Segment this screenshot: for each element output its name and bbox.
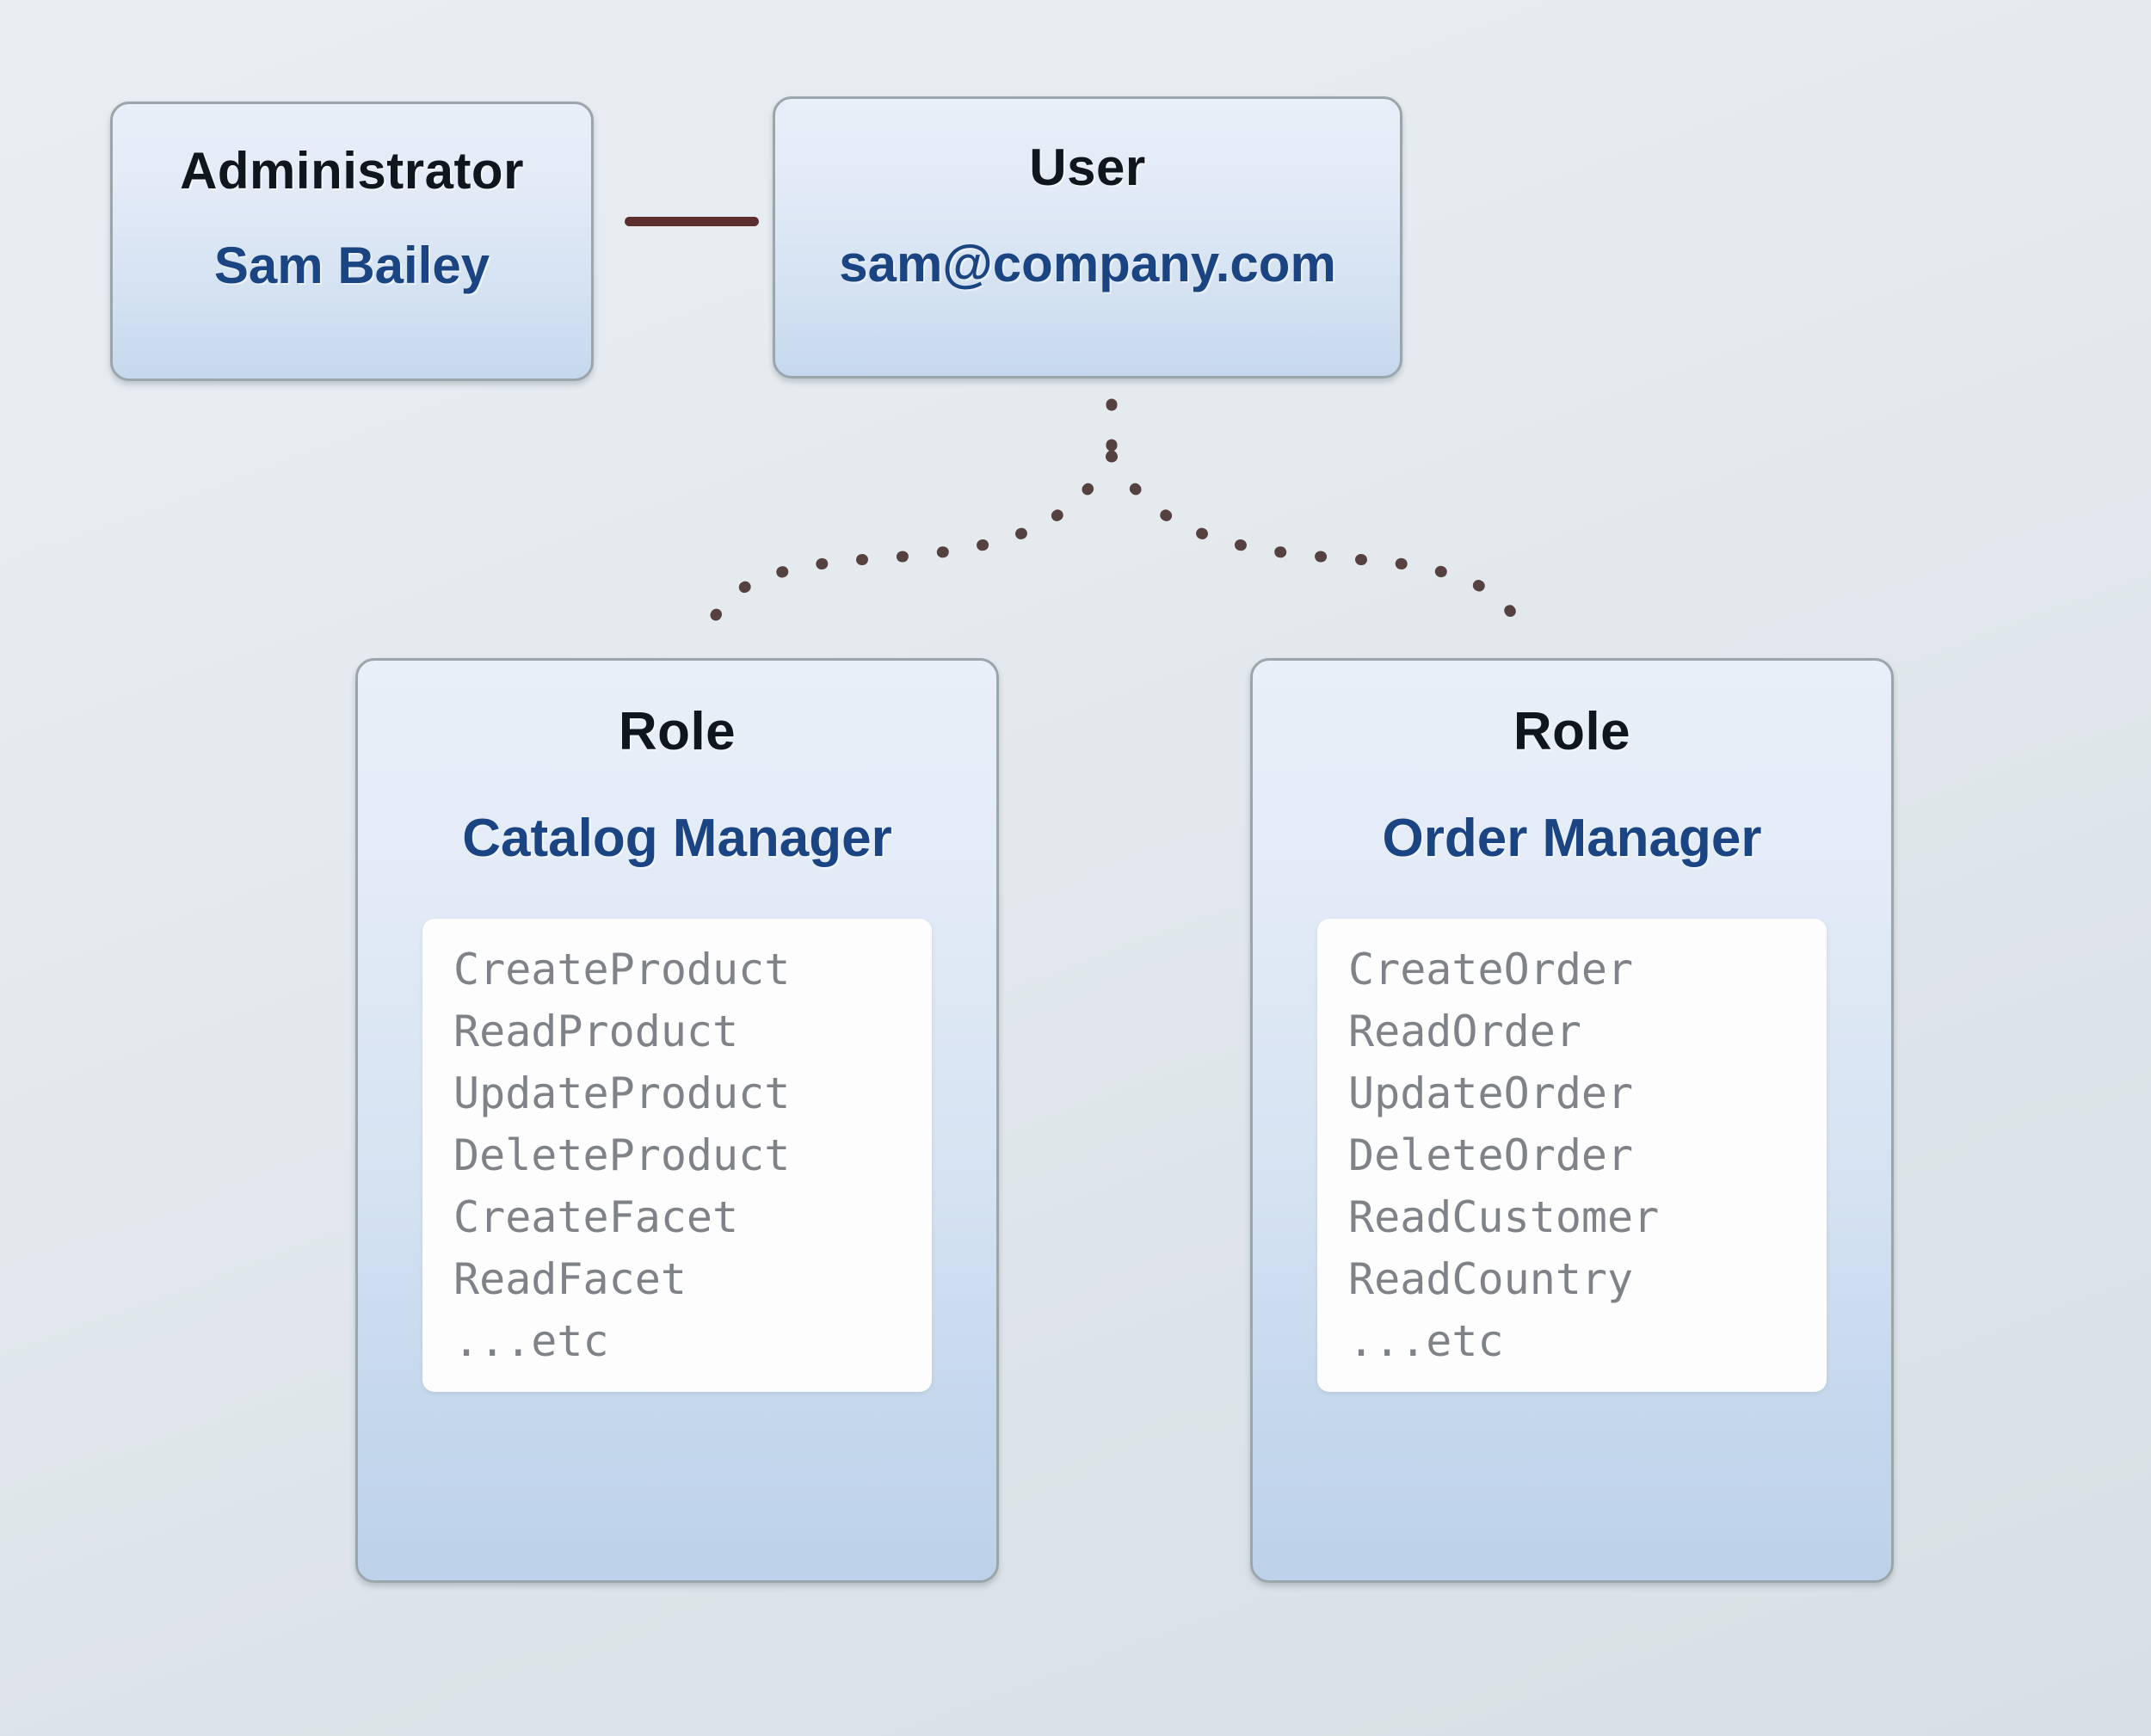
user-email-label: sam@company.com (839, 235, 1336, 292)
role-type-label: Role (1513, 702, 1631, 761)
permission-item: ...etc (453, 1316, 609, 1366)
admin-user-connector (625, 217, 759, 226)
permission-item: ReadCountry (1348, 1254, 1634, 1304)
user-card[interactable]: User sam@company.com (773, 96, 1402, 379)
role-type-label: Role (618, 702, 737, 761)
permission-item: UpdateOrder (1348, 1068, 1634, 1118)
role-name-label: Order Manager (1382, 809, 1762, 868)
permission-item: ...etc (1348, 1316, 1504, 1366)
permission-item: ReadProduct (453, 1007, 739, 1056)
permission-item: CreateFacet (453, 1192, 739, 1242)
permission-item: ReadCustomer (1348, 1192, 1660, 1242)
administrator-type-label: Administrator (180, 142, 524, 200)
permission-item: CreateOrder (1348, 945, 1634, 994)
permission-item: DeleteOrder (1348, 1130, 1634, 1180)
permission-item: ReadFacet (453, 1254, 687, 1304)
permission-item: ReadOrder (1348, 1007, 1581, 1056)
permission-item: DeleteProduct (453, 1130, 791, 1180)
role-card-catalog-manager[interactable]: Role Catalog Manager CreateProduct ReadP… (355, 658, 999, 1583)
user-type-label: User (1029, 139, 1146, 196)
administrator-name-label: Sam Bailey (213, 237, 490, 294)
permission-item: CreateProduct (453, 945, 791, 994)
role-name-label: Catalog Manager (462, 809, 892, 868)
permission-panel: CreateOrder ReadOrder UpdateOrder Delete… (1317, 919, 1827, 1392)
administrator-card[interactable]: Administrator Sam Bailey (110, 102, 594, 381)
permission-panel: CreateProduct ReadProduct UpdateProduct … (422, 919, 932, 1392)
permission-item: UpdateProduct (453, 1068, 791, 1118)
role-card-order-manager[interactable]: Role Order Manager CreateOrder ReadOrder… (1250, 658, 1894, 1583)
